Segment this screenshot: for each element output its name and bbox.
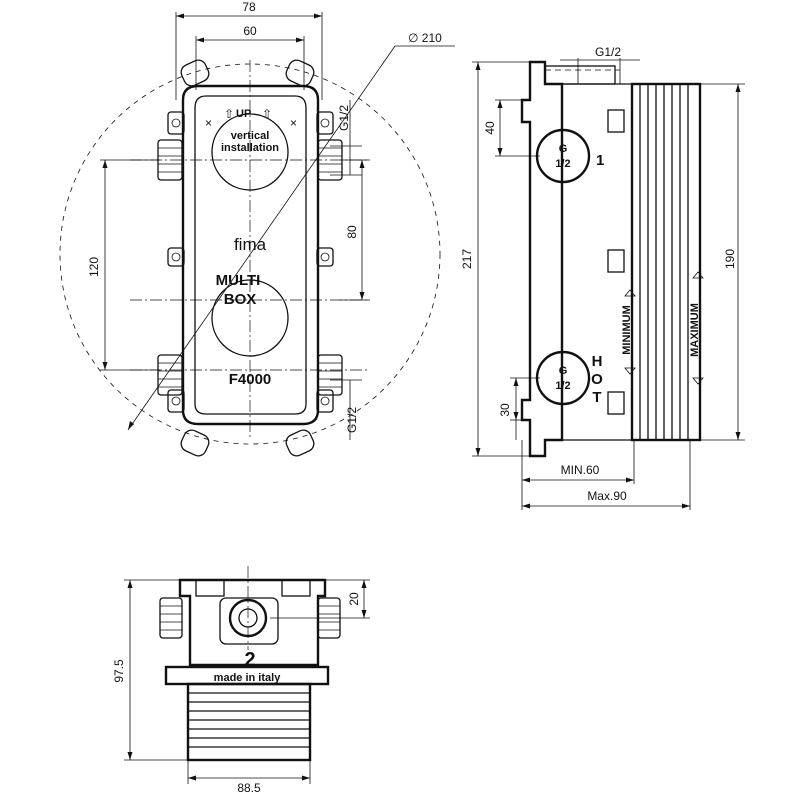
- product-name-line1: MULTI: [216, 272, 261, 289]
- dim-120: 120: [87, 257, 101, 277]
- screw-hole: [171, 252, 181, 262]
- upper-port-circle: [211, 113, 289, 191]
- dimension-arrows: [361, 580, 367, 618]
- dim-97-5: 97.5: [112, 659, 126, 683]
- dim-190: 190: [723, 249, 737, 269]
- port-1-number: 1: [596, 152, 604, 169]
- model-number: F4000: [229, 371, 272, 388]
- lower-port-circle: [211, 279, 289, 357]
- dim-60: 60: [243, 24, 257, 38]
- diameter-arrow: [128, 421, 134, 430]
- front-view: × × ⇧ UP ⇧ vertical installation fima MU…: [59, 0, 455, 457]
- left-port-upper: [157, 139, 183, 181]
- diameter-leader: [127, 45, 396, 431]
- port-2-thread-letter: G: [559, 365, 568, 377]
- product-name-line2: BOX: [224, 291, 257, 308]
- dim-diameter-210: ∅ 210: [408, 31, 442, 45]
- minimum-arrows: [624, 289, 636, 375]
- extension-sleeve: [630, 82, 702, 442]
- side-ear: [167, 111, 185, 135]
- dim-max-90: Max.90: [587, 489, 627, 503]
- cross-mark: ×: [290, 116, 297, 130]
- mount-lug: [180, 59, 210, 87]
- port-2-number: 2: [244, 649, 255, 671]
- screw-hole: [320, 396, 330, 406]
- side-ear: [316, 389, 334, 413]
- minimum-label: MINIMUM: [621, 305, 633, 355]
- box-inner-wall: [194, 95, 307, 415]
- hot-label-h: H: [592, 353, 603, 370]
- mount-lug: [180, 429, 210, 457]
- bottom-housing: [178, 578, 327, 667]
- bottom-view: 2 made in italy 20 97.5 88.5: [112, 566, 370, 795]
- mount-lug: [285, 59, 315, 87]
- note-vertical: vertical: [231, 130, 270, 142]
- housing-notch: [281, 579, 311, 597]
- port-1-thread-size: 1/2: [555, 158, 570, 170]
- bottom-left-port: [159, 597, 183, 639]
- sleeve-tab: [607, 109, 625, 133]
- sleeve-tab: [607, 391, 625, 415]
- left-port-lower: [157, 354, 183, 396]
- dim-80: 80: [345, 225, 359, 239]
- right-port-lower: [317, 354, 343, 396]
- screw-hole: [171, 396, 181, 406]
- box-outer-wall: [181, 84, 320, 426]
- hot-label-o: O: [591, 371, 603, 388]
- origin-note: made in italy: [214, 672, 282, 684]
- port-1-thread-letter: G: [559, 143, 568, 155]
- top-nipple: [544, 65, 616, 85]
- central-boss: [219, 597, 279, 645]
- hot-label-t: T: [592, 389, 601, 406]
- dim-thread-side: G1/2: [595, 45, 621, 59]
- dim-40: 40: [483, 121, 497, 135]
- mounting-flange: [520, 60, 564, 458]
- dim-thread-bottom: G1/2: [345, 407, 359, 433]
- port-2-thread-size: 1/2: [555, 380, 570, 392]
- dim-thread-top: G1/2: [337, 105, 351, 131]
- dim-20: 20: [347, 592, 361, 606]
- dim-min-60: MIN.60: [561, 463, 600, 477]
- dim-88-5: 88.5: [237, 781, 261, 795]
- side-ear: [316, 111, 334, 135]
- maximum-arrows: [692, 271, 704, 385]
- dim-30: 30: [498, 403, 512, 417]
- sleeve-tab: [607, 249, 625, 273]
- brand-logo: fima: [234, 235, 267, 254]
- housing-notch: [195, 579, 225, 597]
- screw-hole: [320, 252, 330, 262]
- note-installation: installation: [221, 142, 279, 154]
- maximum-label: MAXIMUM: [689, 303, 701, 357]
- up-arrow-right-icon: ⇧: [262, 107, 272, 121]
- cross-mark: ×: [205, 116, 212, 130]
- side-view: G 1/2 1 G 1/2 H O T MINIMUM MAXIMUM G1/2…: [460, 45, 745, 510]
- screw-hole: [171, 118, 181, 128]
- screw-hole: [320, 118, 330, 128]
- dim-78: 78: [242, 0, 256, 14]
- dim-217: 217: [460, 249, 474, 269]
- mount-lug: [285, 429, 315, 457]
- side-ear: [316, 247, 334, 267]
- bottom-sleeve: [186, 682, 312, 762]
- side-ear: [167, 247, 185, 267]
- side-ear: [167, 389, 185, 413]
- up-label: UP: [236, 108, 251, 120]
- up-arrow-left-icon: ⇧: [224, 107, 234, 121]
